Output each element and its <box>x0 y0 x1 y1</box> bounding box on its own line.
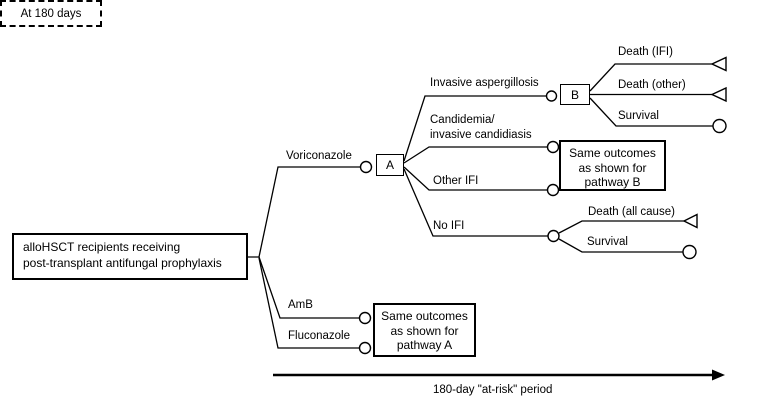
label-death-all-cause: Death (all cause) <box>588 206 675 218</box>
label-candidemia-line1: Candidemia/ <box>430 114 495 126</box>
chance-node-fluconazole <box>358 341 372 355</box>
label-other-ifi: Other IFI <box>433 175 479 187</box>
chance-node-other-ifi <box>546 183 560 197</box>
branch-line-amb <box>258 256 359 319</box>
pathway-node-a: A <box>376 154 404 176</box>
chance-node-candidemia <box>546 140 560 154</box>
branch-line-invasive-aspergillosis <box>403 95 546 162</box>
outcome-box-pathway-b: Same outcomes as shown for pathway B <box>559 140 666 191</box>
label-fluconazole: Fluconazole <box>288 330 351 342</box>
outcome-b-line2: as shown for <box>578 160 647 175</box>
timeline-caption: 180-day "at-risk" period <box>433 384 553 396</box>
outcome-b-line1: Same outcomes <box>569 146 656 160</box>
outcome-a-line1: Same outcomes <box>381 309 468 323</box>
label-amb: AmB <box>288 299 313 311</box>
timeline-arrowhead <box>712 369 725 381</box>
terminal-node-death-other <box>710 86 727 103</box>
branch-line-other-ifi <box>403 166 547 191</box>
time-point-box: At 180 days <box>0 0 102 27</box>
branch-line-survival-b <box>589 97 713 127</box>
branch-line-survival-no-ifi <box>558 238 683 253</box>
label-voriconazole: Voriconazole <box>286 150 352 162</box>
terminal-node-death-all-cause <box>682 213 698 229</box>
outcome-b-line3: pathway B <box>584 175 641 189</box>
outcome-a-line3: pathway A <box>396 338 453 352</box>
terminal-node-death-ifi <box>710 56 727 72</box>
label-death-other: Death (other) <box>618 79 686 91</box>
pathway-node-b: B <box>560 84 590 105</box>
root-population-line2: post-transplant antifungal prophylaxis <box>23 255 222 270</box>
label-invasive-aspergillosis: Invasive aspergillosis <box>430 77 539 89</box>
chance-node-invasive-aspergillosis <box>545 90 558 102</box>
label-survival-b: Survival <box>618 110 659 122</box>
branch-line-death-ifi <box>589 63 712 92</box>
branch-line-death-all-cause <box>558 220 684 234</box>
outcome-box-pathway-a: Same outcomes as shown for pathway A <box>373 303 476 357</box>
branch-line-no-ifi <box>403 168 548 237</box>
label-survival-no-ifi: Survival <box>587 236 628 248</box>
branch-line-fluconazole <box>258 257 359 349</box>
chance-node-voriconazole <box>359 160 373 174</box>
branch-line-candidemia <box>403 146 547 164</box>
terminal-node-survival-no-ifi <box>682 244 697 260</box>
chance-node-no-ifi <box>547 229 560 243</box>
label-no-ifi: No IFI <box>433 220 465 232</box>
root-population-line1: alloHSCT recipients receiving <box>23 240 181 254</box>
terminal-node-survival-b <box>712 118 727 134</box>
outcome-a-line2: as shown for <box>390 323 459 338</box>
label-candidemia-line2: invasive candidiasis <box>430 129 532 141</box>
branch-line-voriconazole <box>247 166 360 258</box>
label-death-ifi: Death (IFI) <box>618 46 673 58</box>
chance-node-amb <box>358 311 372 325</box>
root-population-box: alloHSCT recipients receiving post-trans… <box>12 233 248 280</box>
